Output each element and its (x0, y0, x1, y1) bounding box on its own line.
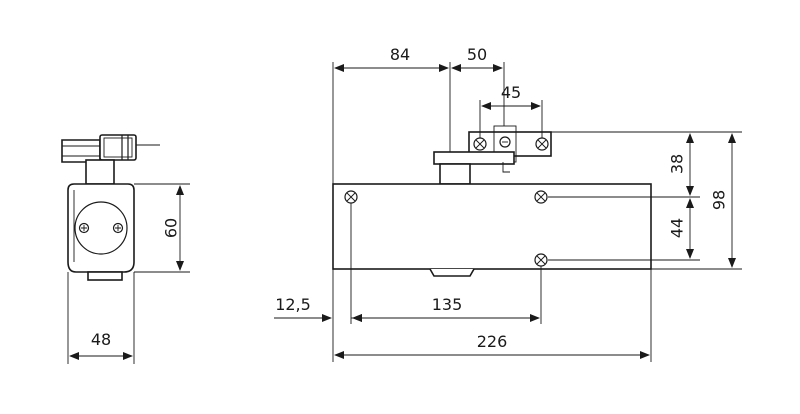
dimension-label-50: 50 (467, 45, 487, 64)
dimension-label-38: 38 (668, 154, 687, 174)
side-view: 60 48 (61, 134, 190, 364)
dimension-45: 45 (481, 83, 541, 110)
dimension-label-60: 60 (162, 218, 181, 238)
dimension-12-5: 12,5 (274, 295, 366, 322)
dimension-84: 84 (334, 45, 449, 72)
dimension-60: 60 (134, 183, 190, 273)
dimension-label-135: 135 (432, 295, 463, 314)
side-arm (61, 134, 160, 185)
dimension-label-98: 98 (710, 190, 729, 210)
dimension-226: 226 (334, 332, 650, 359)
dimension-98: 98 (710, 133, 736, 268)
dimension-label-44: 44 (668, 218, 687, 238)
dimension-label-226: 226 (477, 332, 508, 351)
dimension-label-84: 84 (390, 45, 410, 64)
front-arm (433, 125, 552, 185)
front-view: 84 50 45 38 44 98 (274, 45, 742, 362)
dimension-48: 48 (67, 272, 135, 364)
dimension-38: 38 (668, 133, 694, 196)
dimension-label-48: 48 (91, 330, 111, 349)
dimension-label-45: 45 (501, 83, 521, 102)
dimension-label-12-5: 12,5 (275, 295, 311, 314)
dimension-50: 50 (451, 45, 503, 72)
dimension-135: 135 (352, 295, 540, 322)
side-body (67, 183, 135, 281)
front-body (332, 183, 652, 277)
dimension-44: 44 (668, 198, 694, 259)
